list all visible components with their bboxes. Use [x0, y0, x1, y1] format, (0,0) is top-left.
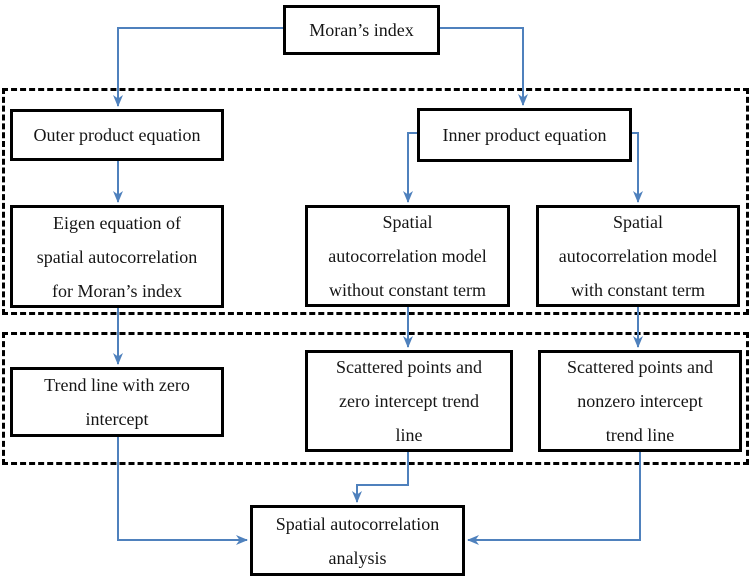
node-inner-product-equation: Inner product equation — [417, 108, 632, 162]
node-morans-index: Moran’s index — [283, 5, 440, 55]
arrow-trendline-to-analysis — [117, 437, 248, 545]
node-outer-product-equation: Outer product equation — [10, 109, 224, 161]
node-scattered-zero-intercept-label: Scattered points and zero intercept tren… — [336, 357, 482, 445]
node-model-with-constant-label: Spatial autocorrelation model with const… — [558, 212, 718, 300]
node-eigen-equation: Eigen equation of spatial autocorrelatio… — [10, 205, 224, 308]
dashed-region-trend-lines — [2, 332, 749, 465]
node-scattered-nonzero-intercept: Scattered points and nonzero intercept t… — [538, 350, 742, 452]
node-morans-index-label: Moran’s index — [309, 20, 414, 40]
arrow-scattered-zero-to-analysis — [352, 452, 409, 503]
node-trend-line-zero-intercept: Trend line with zero intercept — [10, 367, 224, 437]
node-outer-product-equation-label: Outer product equation — [33, 125, 201, 145]
arrow-morans-to-outer — [113, 27, 283, 107]
node-trend-line-zero-intercept-label: Trend line with zero intercept — [44, 375, 190, 429]
node-spatial-autocorrelation-analysis-label: Spatial autocorrelation analysis — [275, 513, 440, 568]
node-model-without-constant-label: Spatial autocorrelation model without co… — [328, 212, 487, 300]
node-spatial-autocorrelation-analysis: Spatial autocorrelation analysis — [250, 505, 465, 576]
arrow-inner-to-model-without — [403, 132, 417, 203]
node-eigen-equation-label: Eigen equation of spatial autocorrelatio… — [36, 212, 198, 301]
node-model-without-constant: Spatial autocorrelation model without co… — [305, 205, 510, 307]
node-model-with-constant: Spatial autocorrelation model with const… — [536, 205, 740, 307]
node-inner-product-equation-label: Inner product equation — [442, 125, 607, 145]
arrow-morans-to-inner — [440, 27, 528, 106]
node-scattered-nonzero-intercept-label: Scattered points and nonzero intercept t… — [567, 357, 713, 445]
arrow-scattered-nonzero-to-analysis — [467, 452, 641, 545]
dashed-region-equations — [2, 88, 749, 315]
node-scattered-zero-intercept: Scattered points and zero intercept tren… — [305, 350, 513, 452]
arrow-inner-to-model-with — [632, 132, 643, 203]
